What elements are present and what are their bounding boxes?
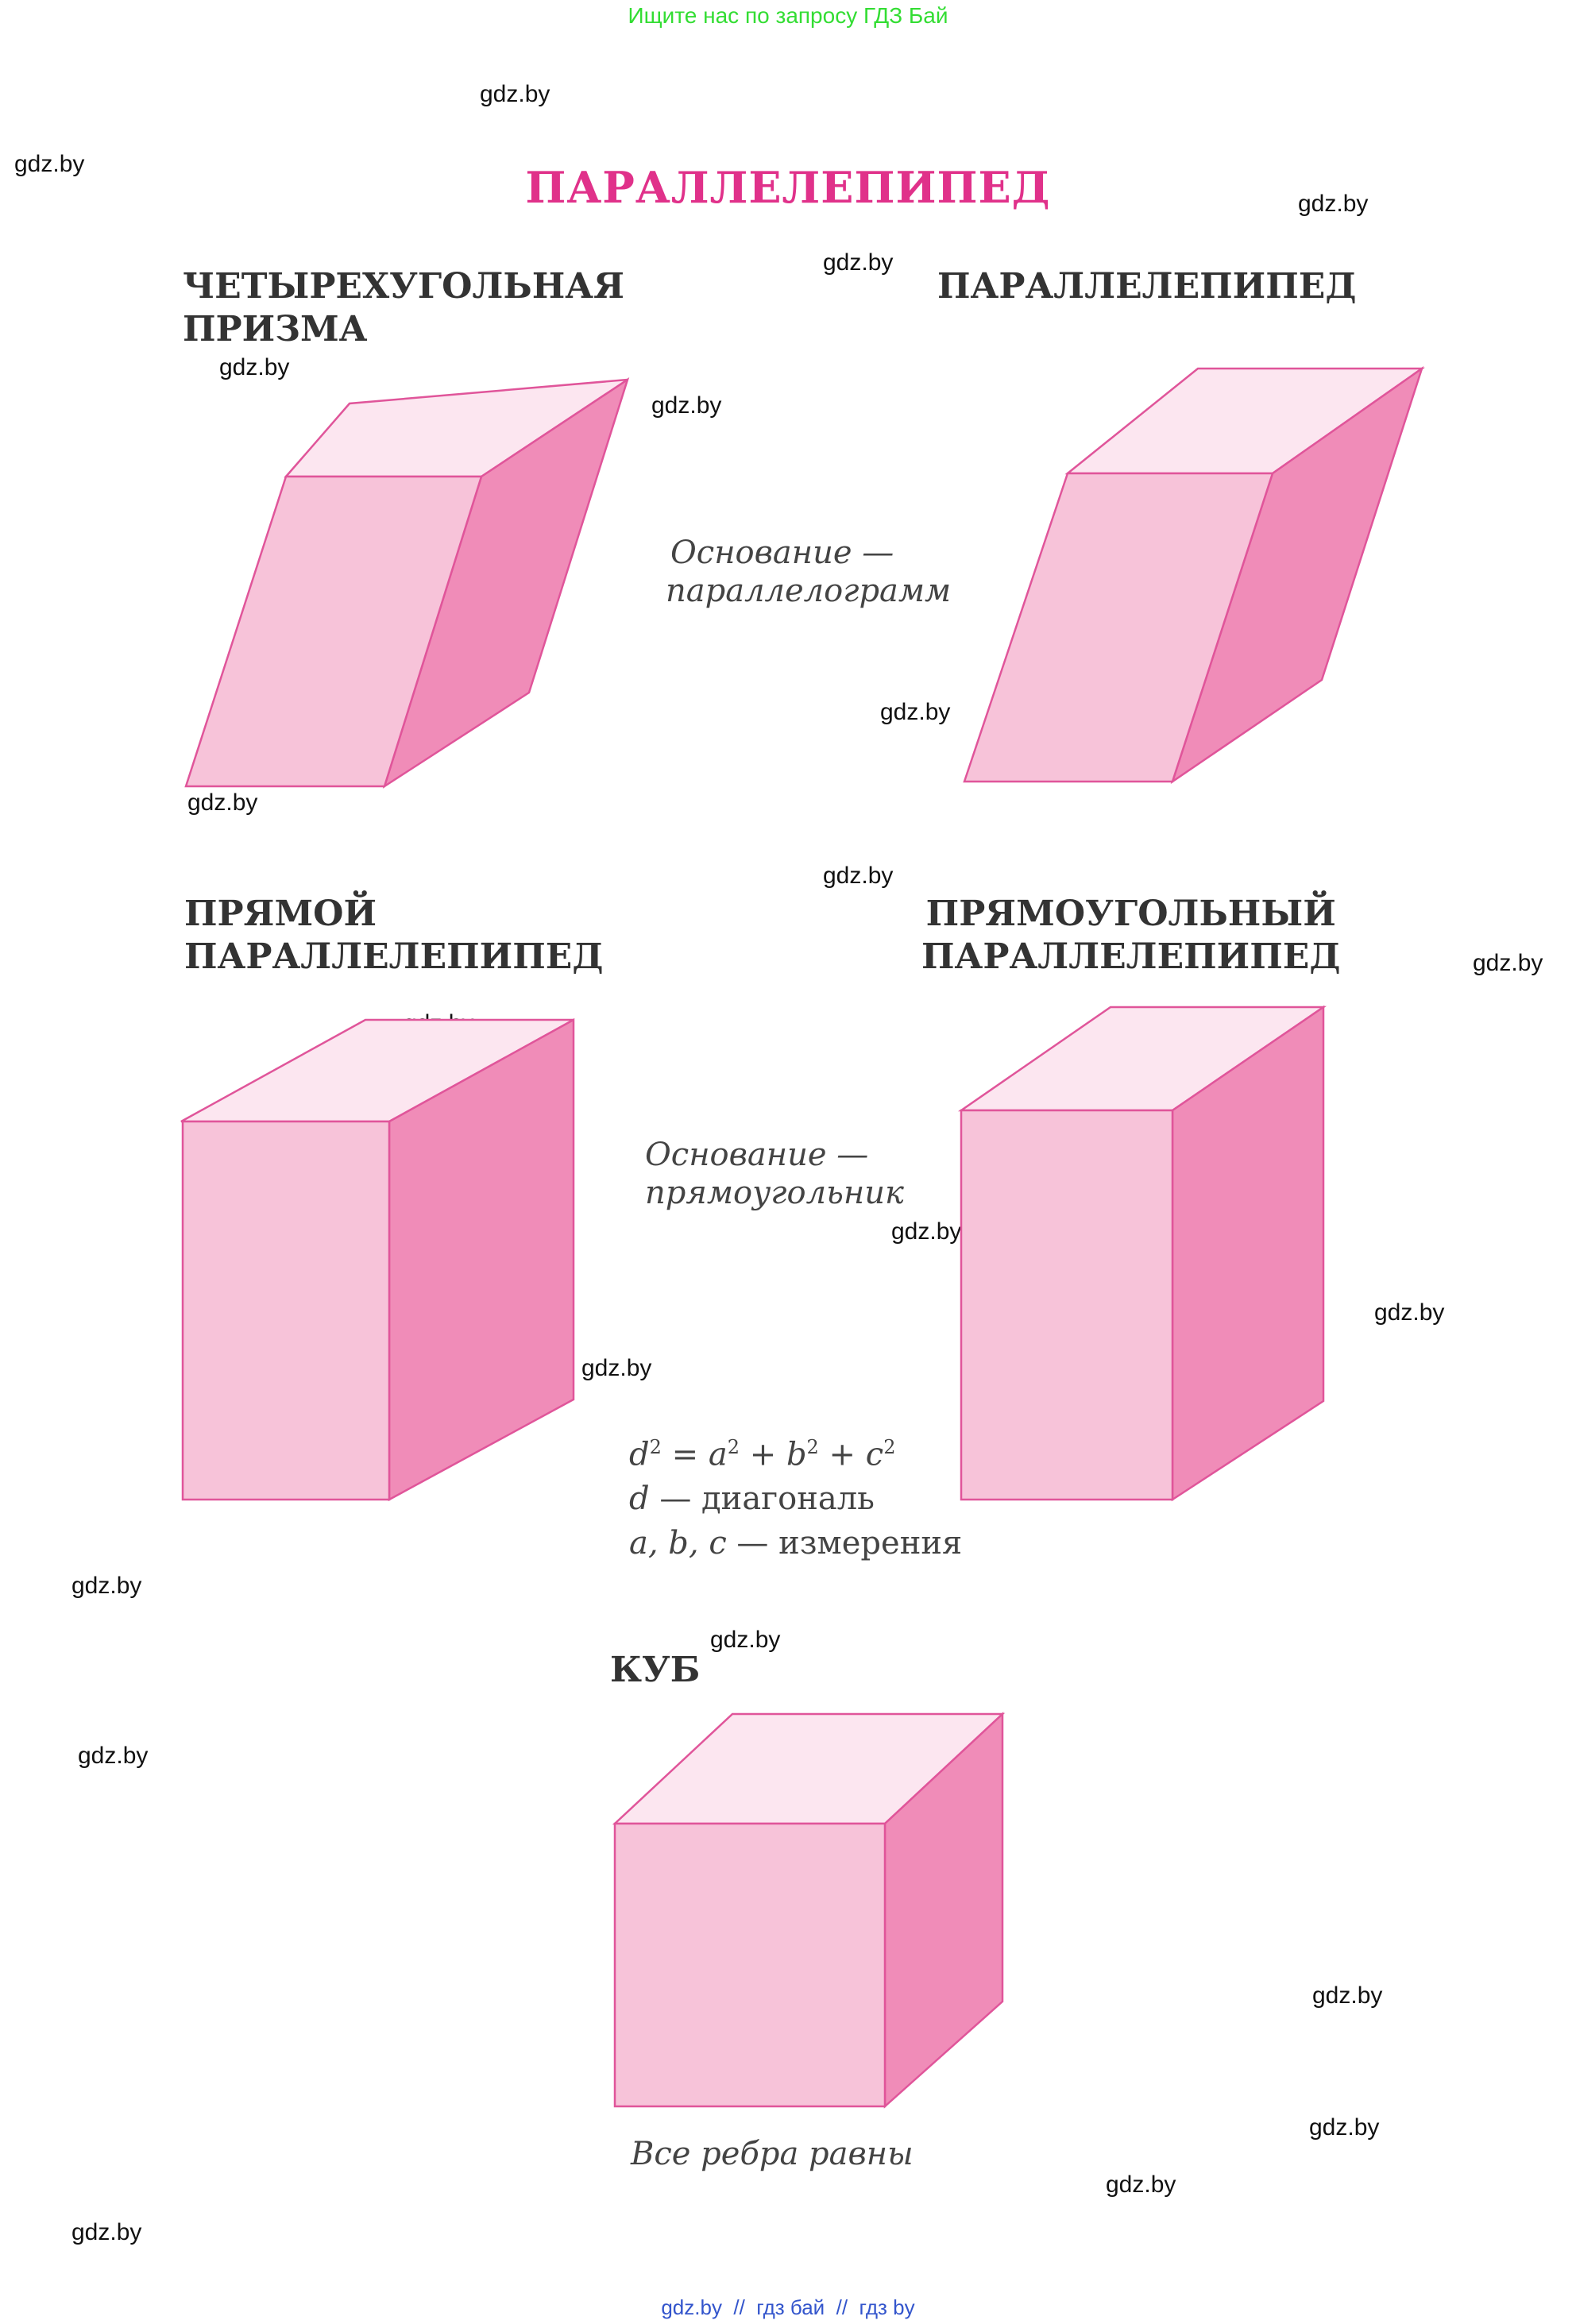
note-line: Основание —	[645, 1137, 869, 1173]
heading-line: ПАРАЛЛЕЛЕПИПЕД	[184, 936, 604, 977]
watermark: gdz.by	[823, 863, 894, 889]
cube-front-face	[613, 1822, 886, 2108]
watermark: gdz.by	[651, 392, 722, 419]
formula-line: d — диагональ	[629, 1477, 962, 1521]
note-base-rectangle: Основание — прямоугольник	[645, 1136, 904, 1212]
heading-line: ЧЕТЫРЕХУГОЛЬНАЯ	[183, 266, 624, 307]
prism-front-face	[184, 475, 483, 788]
heading-quad-prism: ЧЕТЫРЕХУГОЛЬНАЯ ПРИЗМА	[183, 265, 624, 351]
watermark: gdz.by	[187, 789, 258, 816]
watermark: gdz.by	[891, 1218, 962, 1245]
cube-figure	[612, 1712, 1006, 2109]
watermark: gdz.by	[710, 1627, 781, 1653]
watermark: gdz.by	[1374, 1299, 1445, 1326]
var-c: c	[865, 1436, 884, 1473]
heading-line: ПРЯМОУГОЛЬНЫЙ	[925, 894, 1336, 934]
exponent: 2	[806, 1436, 819, 1458]
watermark: gdz.by	[1312, 1982, 1383, 2009]
watermark: gdz.by	[219, 354, 290, 380]
watermark: gdz.by	[823, 249, 894, 276]
heading-line: ПРЯМОЙ	[184, 894, 377, 934]
note-line: Основание —	[670, 535, 894, 571]
exponent: 2	[727, 1436, 740, 1458]
watermark: gdz.by	[1106, 2172, 1176, 2198]
note-cube: Все ребра равны	[631, 2136, 914, 2172]
watermark: gdz.by	[1473, 950, 1543, 976]
var-d: d	[629, 1436, 650, 1473]
note-line: параллелограмм	[666, 573, 952, 609]
parallelepiped-figure	[963, 365, 1425, 785]
note-base-parallelogram: Основание — параллелограмм	[666, 534, 951, 610]
formula-line: a, b, c — измерения	[629, 1521, 962, 1565]
watermark: gdz.by	[71, 2219, 142, 2245]
quad-prism-figure	[184, 377, 630, 789]
heading-line: ПАРАЛЛЕЛЕПИПЕД	[937, 266, 1357, 307]
watermark: gdz.by	[581, 1355, 652, 1381]
heading-right-parallelepiped: ПРЯМОЙ ПАРАЛЛЕЛЕПИПЕД	[184, 893, 603, 979]
dimension-vars: a, b, c	[629, 1525, 727, 1562]
footer-links: gdz.by // гдз бай // гдз by	[661, 2295, 915, 2319]
watermark: gdz.by	[71, 1573, 142, 1599]
plus-sign: +	[818, 1436, 866, 1473]
heading-line: ПРИЗМА	[183, 309, 368, 349]
plus-sign: +	[739, 1436, 786, 1473]
watermark: gdz.by	[480, 81, 550, 107]
diagonal-formula: d2 = a2 + b2 + c2 d — диагональ a, b, c …	[629, 1425, 962, 1565]
watermark: gdz.by	[880, 699, 951, 725]
exponent: 2	[649, 1436, 662, 1458]
parallelepiped-front-face	[963, 472, 1274, 783]
dimension-label: — измерения	[726, 1525, 963, 1562]
diagonal-label: — диагональ	[649, 1480, 875, 1518]
right-parallelepiped-front-face	[181, 1120, 391, 1501]
heading-line: ПАРАЛЛЕЛЕПИПЕД	[921, 936, 1341, 977]
top-banner: Ищите нас по запросу ГДЗ Бай	[628, 3, 948, 28]
right-parallelepiped-figure	[180, 1017, 575, 1502]
watermark: gdz.by	[1309, 2114, 1380, 2141]
var-b: b	[786, 1436, 807, 1473]
heading-parallelepiped: ПАРАЛЛЕЛЕПИПЕД	[937, 265, 1356, 308]
equals-sign: =	[661, 1436, 709, 1473]
exponent: 2	[883, 1436, 896, 1458]
rect-parallelepiped-front-face	[960, 1109, 1174, 1501]
var-a: a	[708, 1436, 728, 1473]
note-line: прямоугольник	[645, 1175, 904, 1211]
watermark: gdz.by	[1298, 191, 1369, 217]
page-title: ПАРАЛЛЕЛЕПИПЕД	[525, 162, 1051, 213]
rect-parallelepiped-figure	[957, 1005, 1327, 1502]
heading-rect-parallelepiped: ПРЯМОУГОЛЬНЫЙ ПАРАЛЛЕЛЕПИПЕД	[921, 893, 1340, 979]
formula-line: d2 = a2 + b2 + c2	[629, 1425, 962, 1477]
watermark: gdz.by	[78, 1743, 149, 1769]
heading-cube: КУБ	[610, 1650, 701, 1690]
watermark: gdz.by	[14, 151, 85, 177]
var-d: d	[629, 1480, 650, 1518]
